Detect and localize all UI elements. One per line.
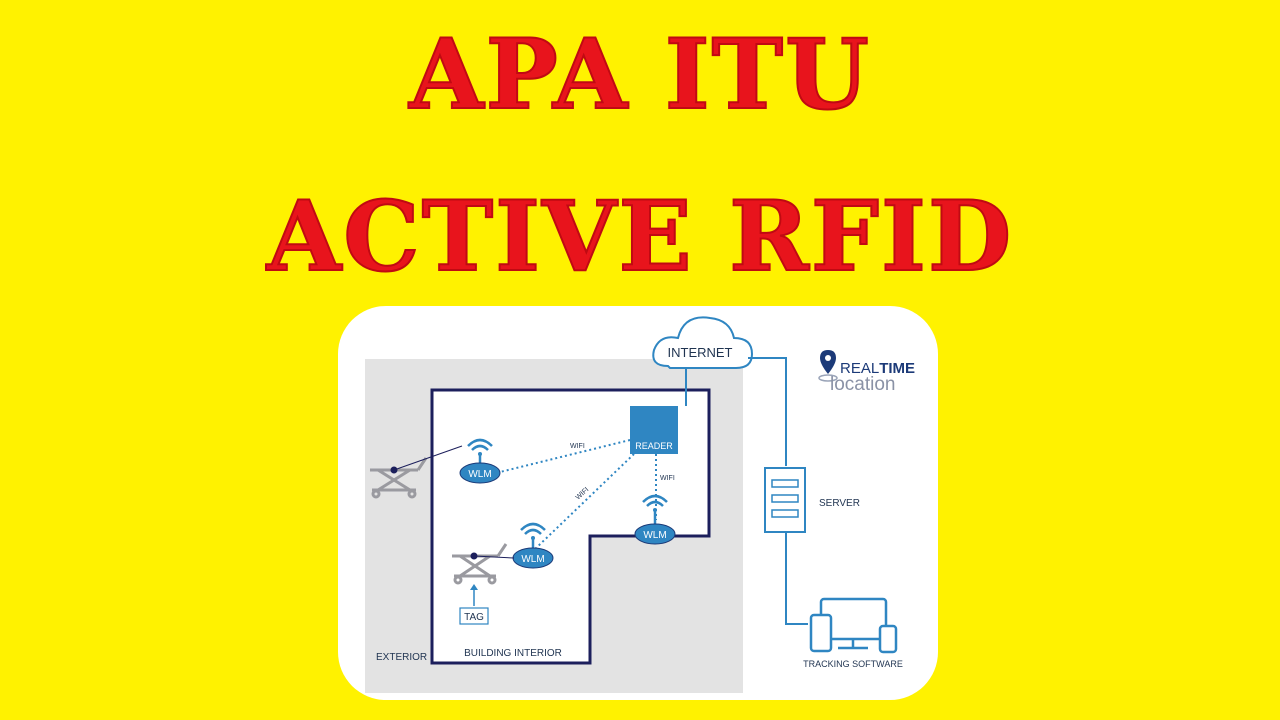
internet-cloud-icon xyxy=(652,316,754,369)
tag-box xyxy=(459,607,489,625)
wifi-link-1 xyxy=(499,439,631,473)
tracking-software-label: TRACKING SOFTWARE xyxy=(803,659,903,669)
wlm-label-3: WLM xyxy=(643,530,666,541)
building-interior xyxy=(430,388,711,665)
tag-link-2 xyxy=(473,555,515,559)
server-label: SERVER xyxy=(819,498,860,509)
wifi-signal-icon xyxy=(642,494,668,524)
location-pin-icon xyxy=(818,350,838,382)
devices-icon xyxy=(809,597,898,654)
wlm-label-2: WLM xyxy=(521,554,544,565)
wifi-label-1: WIFI xyxy=(570,443,585,450)
tag-arrow-head xyxy=(470,584,478,590)
stretcher-icon xyxy=(370,457,428,499)
title-line-1: APA ITU xyxy=(408,17,871,132)
wlm-badge-3 xyxy=(634,523,676,545)
diagram-panel: INTERNET REALTIME location READER WIFI W… xyxy=(338,306,938,700)
wifi-link-2 xyxy=(533,453,635,551)
reader-label: READER xyxy=(635,441,673,451)
title-line-2: ACTIVE RFID xyxy=(266,179,1014,294)
building-interior-label: BUILDING INTERIOR xyxy=(464,648,562,659)
wifi-signal-icon xyxy=(520,522,546,549)
tag-label: TAG xyxy=(464,612,484,623)
tag-dot-2 xyxy=(470,552,478,560)
internet-server-line xyxy=(748,357,787,466)
brand-location: location xyxy=(830,374,896,395)
tag-link-1 xyxy=(393,445,463,471)
wlm-label-1: WLM xyxy=(468,469,491,480)
server-icon xyxy=(764,467,806,533)
internet-label: INTERNET xyxy=(668,345,733,360)
rfid-diagram: INTERNET REALTIME location READER WIFI W… xyxy=(365,316,915,693)
stretcher-icon xyxy=(452,543,508,585)
wifi-label-3: WIFI xyxy=(660,475,675,482)
reader-box xyxy=(630,406,678,454)
brand-real: REALTIME xyxy=(840,360,915,377)
tag-dot-1 xyxy=(390,466,398,474)
wifi-signal-icon xyxy=(467,438,493,464)
server-tracking-line xyxy=(785,533,808,625)
exterior-label: EXTERIOR xyxy=(376,652,427,663)
wlm-badge-1 xyxy=(459,462,501,484)
